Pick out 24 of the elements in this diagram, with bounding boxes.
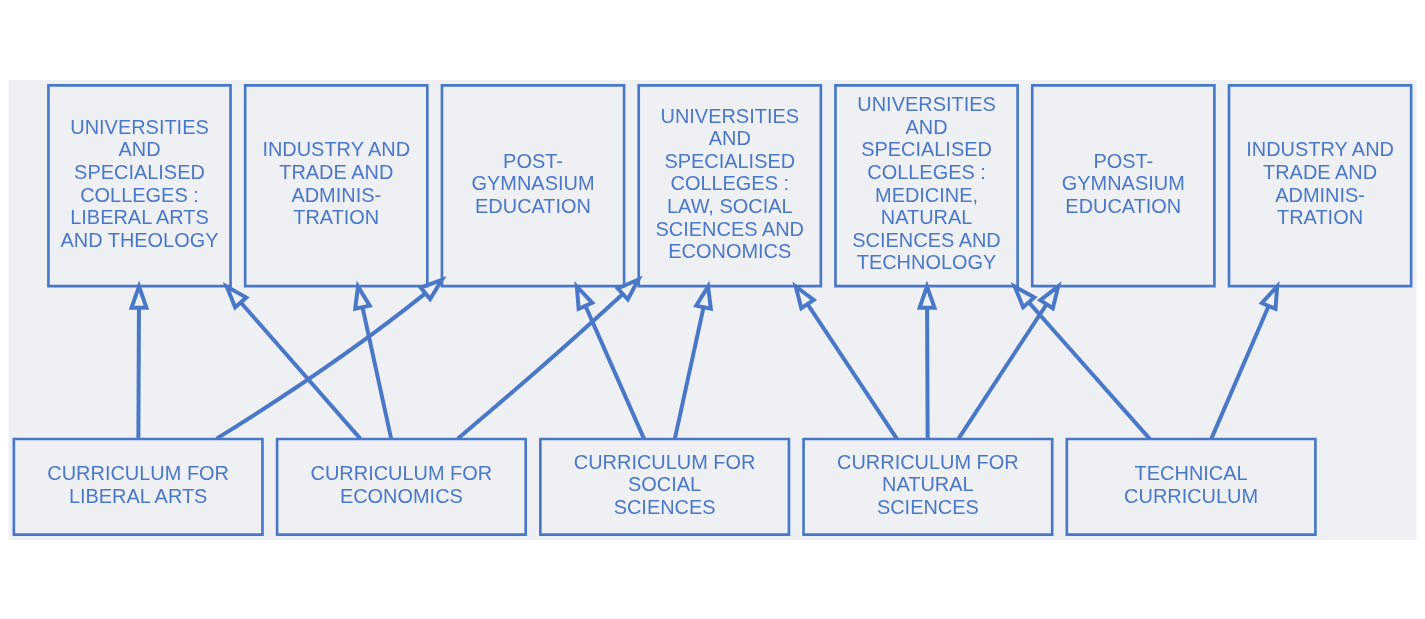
arrow [128,279,150,439]
arrow [215,275,447,440]
node-box: CURRICULUM FOR NATURAL SCIENCES [802,437,1054,536]
node-box: UNIVERSITIES AND SPECIALISED COLLEGES : LIBERAL ARTS AND THEOLOGY [47,83,232,287]
node-box: TECHNICAL CURRICULUM [1065,437,1317,536]
node-box: UNIVERSITIES AND SPECIALISED COLLEGES : LAW, SOCIAL SCIENCES AND ECONOMICS [637,83,823,287]
arrow [956,280,1062,440]
node-box: CURRICULUM FOR SOCIAL SCIENCES [539,437,791,536]
arrow [352,280,394,439]
arrow [574,280,646,440]
arrow [792,280,899,440]
node-box: INDUSTRY AND TRADE AND ADMINIS- TRATION [243,83,429,287]
node-box: POST- GYMNASIUM EDUCATION [440,83,626,287]
node-box: CURRICULUM FOR ECONOMICS [275,437,528,536]
arrow [672,280,714,439]
arrow [916,279,938,439]
arrow [1209,280,1280,440]
arrow [1010,281,1152,440]
arrow [456,274,643,440]
arrow [222,281,362,440]
node-box: CURRICULUM FOR LIBERAL ARTS [12,437,264,536]
node-box: INDUSTRY AND TRADE AND ADMINIS- TRATION [1227,83,1413,287]
node-box: POST- GYMNASIUM EDUCATION [1030,83,1216,287]
node-box: UNIVERSITIES AND SPECIALISED COLLEGES : MEDICINE, NATURAL SCIENCES AND TECHNOLOGY [834,83,1019,287]
